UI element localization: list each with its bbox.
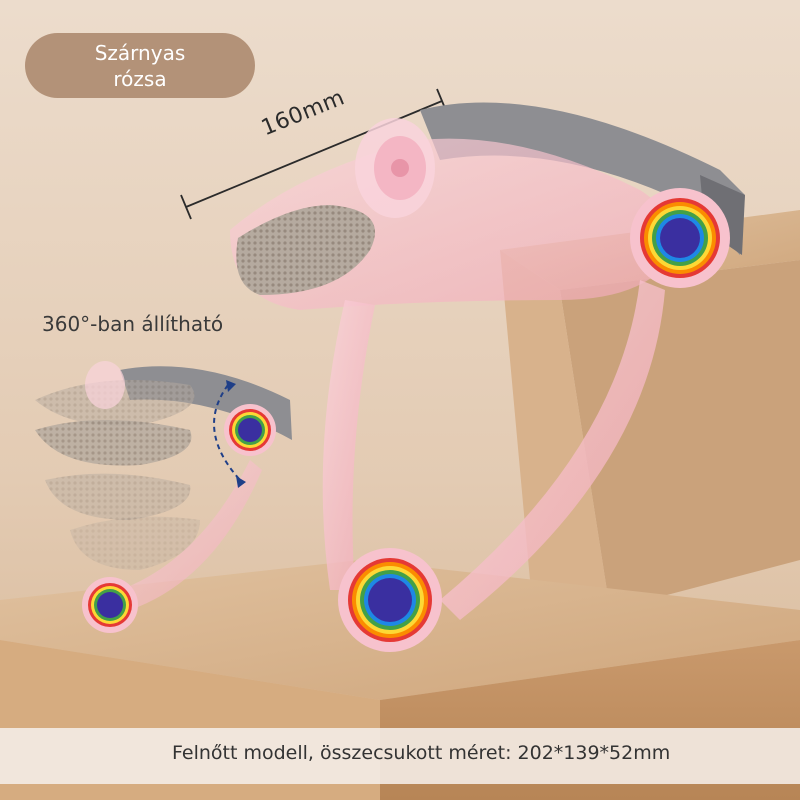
rotate-arrow xyxy=(213,384,241,481)
chin-pad xyxy=(236,205,375,295)
strap xyxy=(420,102,745,255)
pad-ghost-2 xyxy=(35,420,192,466)
adjust-knob xyxy=(355,118,435,218)
rainbow-disc-upper xyxy=(630,188,730,288)
rainbow-disc-small-upper xyxy=(224,404,276,456)
rainbow-disc-small-lower xyxy=(82,577,138,633)
caption-bar xyxy=(0,728,800,784)
main-device xyxy=(230,102,745,652)
rotation-label: 360°-ban állítható xyxy=(42,312,224,336)
rainbow-disc-lower xyxy=(338,548,442,652)
badge-line-1: Szárnyas xyxy=(94,41,186,65)
rotation-demo xyxy=(35,361,292,633)
pad-ghost-3 xyxy=(45,473,191,520)
badge-line-2: rózsa xyxy=(113,67,167,91)
pad-ghost-4 xyxy=(70,516,200,570)
caption-text: Felnőtt modell, összecsukott méret: 202*… xyxy=(172,742,671,764)
product-name-badge: Szárnyas rózsa xyxy=(25,33,255,98)
